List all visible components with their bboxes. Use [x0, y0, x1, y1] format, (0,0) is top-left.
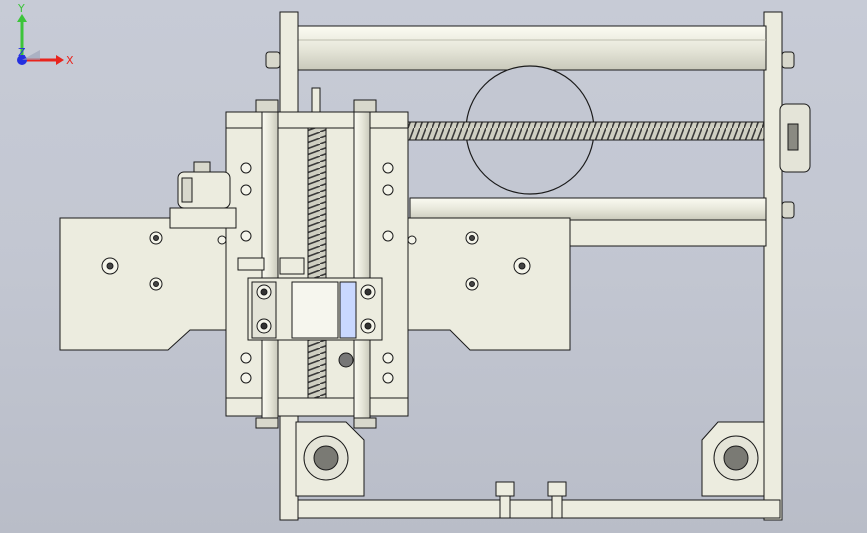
- lower-guide-rod: [409, 197, 767, 221]
- right-frame-post: [763, 11, 783, 521]
- x-axis-label: X: [66, 54, 74, 67]
- lead-screw-horizontal: [407, 121, 765, 141]
- carriage-rod-right: [353, 111, 371, 419]
- top-guide-rod: [295, 25, 767, 71]
- sensor-bracket: [169, 207, 237, 229]
- lead-screw-vertical: [307, 127, 327, 399]
- lower-rod-2: [569, 219, 767, 247]
- pillow-block-left: [295, 421, 365, 497]
- y-axis-label: Y: [17, 2, 25, 15]
- pillow-block-right: [701, 421, 765, 497]
- plate-bolts: [101, 231, 531, 291]
- carriage-bolts: [217, 162, 417, 384]
- z-axis-label: Z: [18, 46, 26, 59]
- nut-block-highlight: [339, 281, 357, 339]
- bottom-bolts: [495, 481, 567, 519]
- bottom-frame-bar: [279, 499, 781, 519]
- axis-triad: X Y Z: [17, 2, 74, 67]
